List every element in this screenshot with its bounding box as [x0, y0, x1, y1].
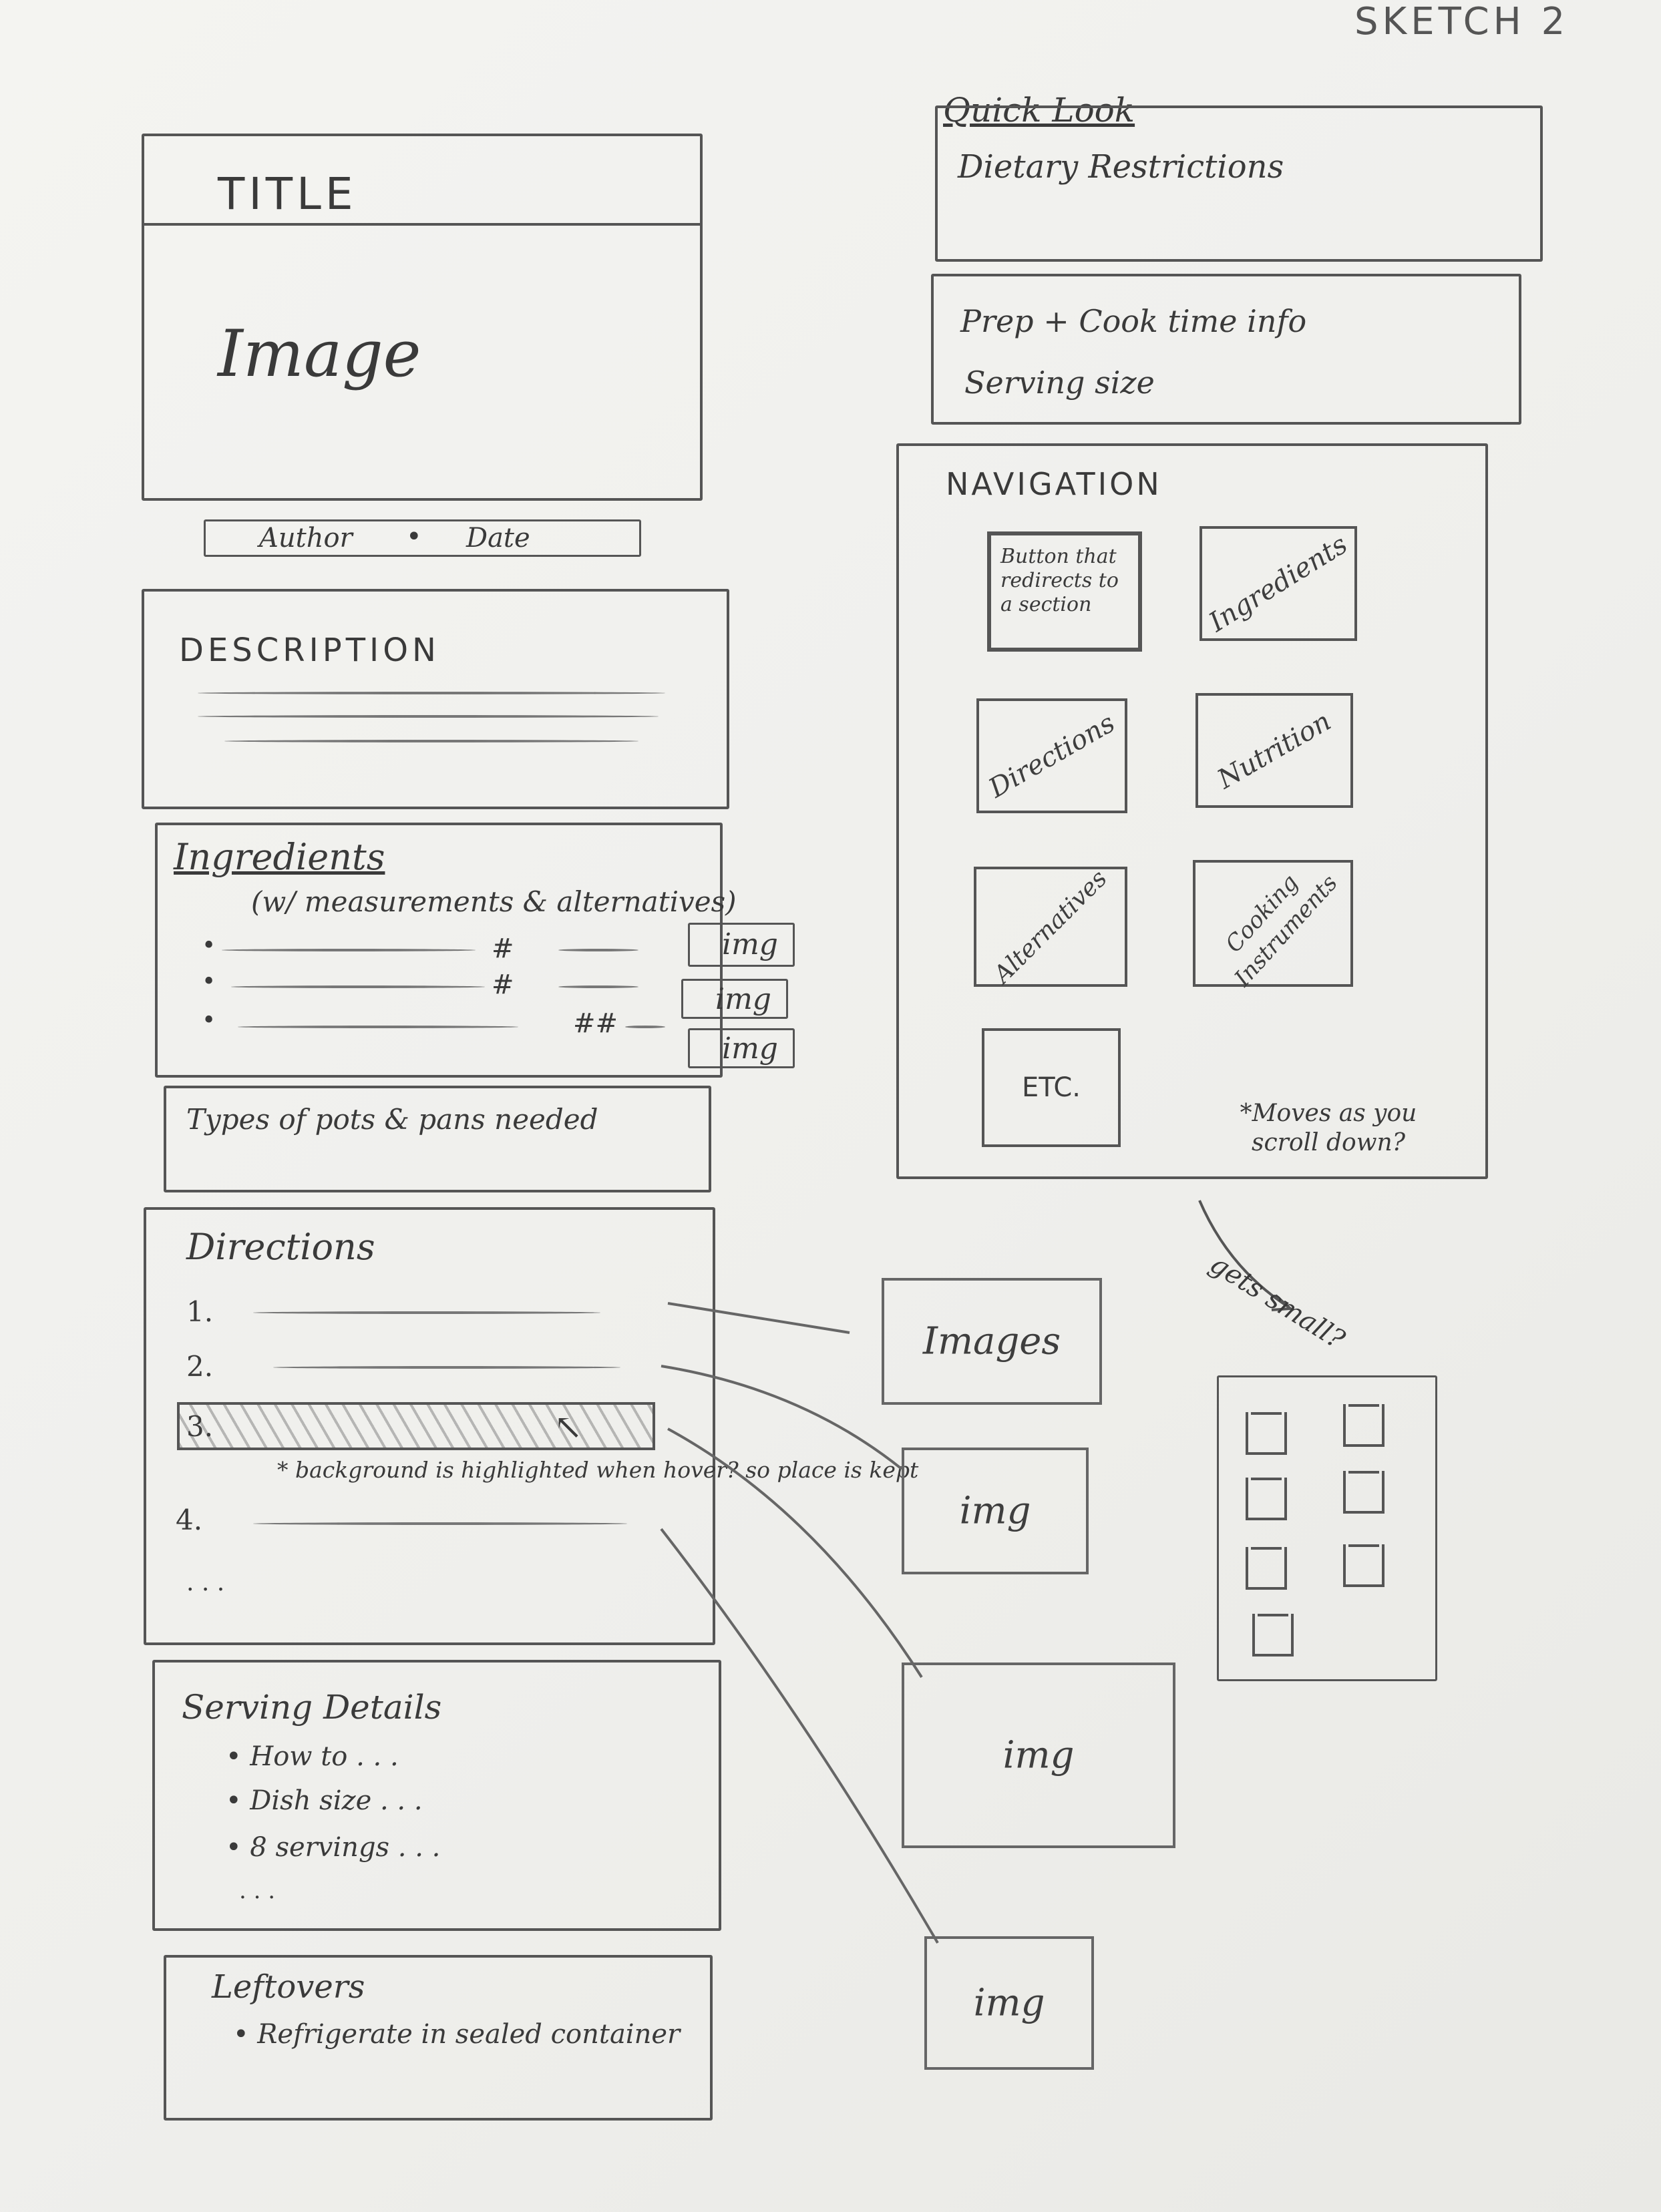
nav-button-redirect[interactable]: Button that redirects to a section — [987, 531, 1142, 652]
leftovers-item: • Refrigerate in sealed container — [233, 2019, 681, 2050]
ingredient-mark: # — [492, 933, 514, 964]
navigation-heading: NAVIGATION — [946, 466, 1162, 502]
serving-detail-item: • How to . . . — [226, 1741, 399, 1772]
description-text-line — [198, 715, 659, 718]
direction-step-number: 4. — [176, 1504, 203, 1536]
serving-size-text: Serving size — [964, 365, 1155, 401]
direction-step-number: 2. — [186, 1350, 214, 1383]
mini-nav-button — [1343, 1544, 1385, 1587]
prep-cook-time-text: Prep + Cook time info — [960, 303, 1307, 339]
img-label: img — [722, 927, 778, 961]
separator-dot: • — [406, 521, 422, 552]
mini-nav-button — [1246, 1547, 1287, 1590]
direction-images-box: Images — [882, 1278, 1102, 1405]
dietary-restrictions-text: Dietary Restrictions — [958, 148, 1284, 186]
description-text-line — [224, 740, 638, 742]
ingredient-line — [625, 1026, 665, 1028]
img-label: img — [1002, 1733, 1075, 1777]
nav-button-directions[interactable]: Directions — [976, 698, 1127, 813]
author-label: Author — [259, 523, 353, 554]
author-date-bar: Author • Date — [204, 519, 641, 557]
hover-highlight-note: * background is highlighted when hover? … — [277, 1457, 919, 1483]
ingredient-line — [238, 1026, 518, 1028]
nav-button-label: ETC. — [1021, 1072, 1081, 1103]
direction-image-placeholder: img — [902, 1448, 1089, 1574]
nav-button-label: Nutrition — [1212, 706, 1336, 795]
nav-button-alternatives[interactable]: Alternatives — [974, 865, 1127, 989]
ingredient-bullet: • — [202, 932, 216, 959]
nav-button-ingredients[interactable]: Ingredients — [1199, 526, 1357, 641]
ingredient-mark: ## — [573, 1008, 618, 1039]
ingredient-line — [558, 985, 638, 988]
nav-button-label: Directions — [983, 707, 1121, 805]
mini-nav-button — [1246, 1478, 1287, 1520]
leftovers-card: Leftovers • Refrigerate in sealed contai… — [164, 1955, 713, 2121]
serving-detail-more: . . . — [239, 1877, 276, 1904]
img-label: img — [715, 982, 771, 1016]
nav-button-label: Ingredients — [1204, 529, 1353, 638]
direction-image-placeholder: img — [924, 1936, 1094, 2070]
nav-button-label: Cooking Instruments — [1220, 869, 1343, 992]
img-label: img — [722, 1032, 778, 1066]
cursor-arrow-icon: ↖ — [554, 1407, 583, 1448]
leftovers-heading: Leftovers — [212, 1968, 365, 2006]
ingredient-bullet: • — [202, 968, 216, 996]
navigation-scroll-note: *Moves as you scroll down? — [1240, 1100, 1417, 1156]
direction-image-placeholder: img — [902, 1663, 1175, 1848]
images-label: Images — [922, 1319, 1061, 1363]
nav-button-etc[interactable]: ETC. — [982, 1028, 1121, 1147]
dietary-restrictions-card: Dietary Restrictions — [935, 105, 1543, 262]
direction-step-number: 3. — [186, 1410, 214, 1443]
directions-heading: Directions — [186, 1226, 375, 1268]
date-label: Date — [466, 523, 530, 554]
gets-small-arrow — [1198, 1200, 1294, 1311]
cookware-text: Types of pots & pans needed — [186, 1103, 598, 1136]
direction-step-number: 1. — [186, 1295, 214, 1328]
nav-button-label: Button that redirects to a section — [1000, 545, 1119, 616]
ingredient-image-thumb: img — [688, 1028, 795, 1068]
mini-nav-button — [1246, 1412, 1287, 1455]
nav-button-nutrition[interactable]: Nutrition — [1195, 693, 1353, 808]
direction-step-line — [273, 1366, 620, 1369]
img-label: img — [959, 1489, 1031, 1533]
mini-nav-button — [1252, 1614, 1294, 1656]
title-divider — [144, 223, 700, 226]
serving-detail-item: • Dish size . . . — [226, 1785, 423, 1816]
ingredient-line — [558, 949, 638, 951]
ingredient-image-thumb: img — [681, 979, 788, 1019]
title-image-card: TITLE Image — [142, 134, 703, 501]
nav-button-label: Alternatives — [988, 865, 1113, 989]
mini-nav-button — [1343, 1471, 1385, 1514]
navigation-panel: NAVIGATION Button that redirects to a se… — [896, 443, 1488, 1179]
recipe-title: TITLE — [218, 168, 357, 220]
sketch-label: SKETCH 2 — [1354, 0, 1570, 43]
serving-details-card: Serving Details • How to . . . • Dish si… — [152, 1660, 721, 1931]
direction-step-highlighted[interactable]: 3. ↖ — [177, 1402, 655, 1450]
description-heading: DESCRIPTION — [179, 632, 440, 669]
ingredients-subtitle: (w/ measurements & alternatives) — [251, 885, 737, 918]
mini-nav-button — [1343, 1404, 1385, 1447]
ingredient-bullet: • — [202, 1007, 216, 1034]
img-label: img — [973, 1981, 1045, 2025]
ingredient-mark: # — [492, 969, 514, 1000]
description-text-line — [198, 692, 665, 694]
prep-serving-card: Prep + Cook time info Serving size — [931, 274, 1521, 425]
ingredient-image-thumb: img — [688, 923, 795, 967]
ingredients-heading: Ingredients — [174, 836, 385, 878]
direction-step-line — [253, 1311, 600, 1314]
collapsed-navigation-preview — [1217, 1375, 1437, 1681]
cookware-card: Types of pots & pans needed — [164, 1086, 711, 1192]
serving-detail-item: • 8 servings . . . — [226, 1832, 441, 1863]
ingredients-card: Ingredients (w/ measurements & alternati… — [155, 823, 737, 1078]
recipe-image-placeholder: Image — [218, 316, 421, 391]
ingredient-line — [222, 949, 476, 951]
serving-details-heading: Serving Details — [182, 1688, 442, 1727]
ingredient-line — [231, 985, 485, 988]
direction-step-line — [253, 1522, 627, 1525]
directions-card: Directions 1. 2. 3. ↖ * background is hi… — [144, 1207, 918, 1645]
nav-button-cooking-instruments[interactable]: Cooking Instruments — [1193, 860, 1353, 991]
description-card: DESCRIPTION — [142, 589, 729, 809]
direction-more: . . . — [186, 1569, 225, 1596]
quick-look-heading: Quick Look — [943, 91, 1135, 130]
